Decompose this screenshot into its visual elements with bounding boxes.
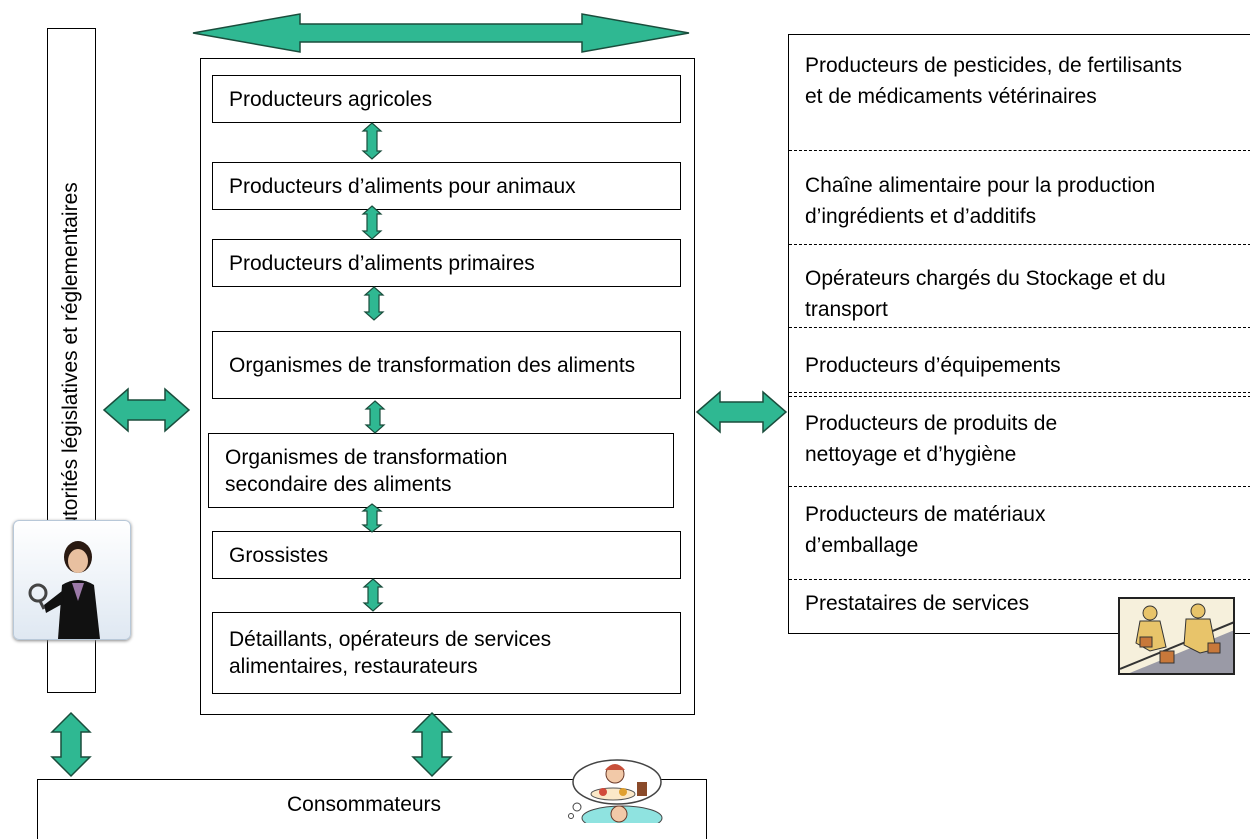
supplier-divider bbox=[789, 327, 1250, 328]
chain-box-agricultural-producers: Producteurs agricoles bbox=[212, 75, 681, 123]
supplier-cleaning: Producteurs de produits de nettoyage et … bbox=[805, 412, 1058, 466]
chain-box-animal-feed-producers: Producteurs d’aliments pour animaux bbox=[212, 162, 681, 210]
suppliers-panel: Producteurs de pesticides, de fertilisan… bbox=[788, 34, 1250, 634]
chain-label: Producteurs agricoles bbox=[229, 87, 433, 111]
supplier-storage-transport: Opérateurs chargés du Stockage et du tra… bbox=[805, 267, 1166, 321]
supplier-pesticides: Producteurs de pesticides, de fertilisan… bbox=[805, 54, 1183, 108]
chain-label: Grossistes bbox=[229, 543, 329, 567]
supplier-divider bbox=[789, 396, 1250, 397]
chain-label: Organismes de transformation des aliment… bbox=[229, 353, 636, 377]
chain-box-secondary-processors: Organismes de transformation secondaire … bbox=[208, 433, 674, 508]
chain-box-wholesalers: Grossistes bbox=[212, 531, 681, 579]
supplier-packaging: Producteurs de matériaux d’emballage bbox=[805, 503, 1046, 557]
supplier-divider bbox=[789, 244, 1250, 245]
supplier-divider bbox=[789, 392, 1250, 393]
supplier-ingredients-chain: Chaîne alimentaire pour la production d’… bbox=[805, 174, 1156, 228]
inspector-clipart-icon bbox=[13, 520, 131, 640]
chain-label: Organismes de transformation secondaire … bbox=[225, 445, 508, 496]
supplier-services: Prestataires de services bbox=[805, 592, 1030, 615]
chain-label: Producteurs d’aliments pour animaux bbox=[229, 174, 576, 198]
supplier-divider bbox=[789, 486, 1250, 487]
supplier-divider bbox=[789, 579, 1250, 580]
chain-box-food-processors: Organismes de transformation des aliment… bbox=[212, 331, 681, 399]
workers-clipart-icon bbox=[1118, 597, 1235, 675]
consumers-label: Consommateurs bbox=[287, 793, 442, 816]
supplier-equipment: Producteurs d’équipements bbox=[805, 354, 1061, 377]
chain-box-primary-food-producers: Producteurs d’aliments primaires bbox=[212, 239, 681, 287]
dining-clipart-icon bbox=[567, 752, 667, 823]
chain-label: Détaillants, opérateurs de services alim… bbox=[229, 628, 552, 678]
chain-box-retailers: Détaillants, opérateurs de services alim… bbox=[212, 612, 681, 694]
supplier-divider bbox=[789, 150, 1250, 151]
chain-label: Producteurs d’aliments primaires bbox=[229, 251, 535, 275]
